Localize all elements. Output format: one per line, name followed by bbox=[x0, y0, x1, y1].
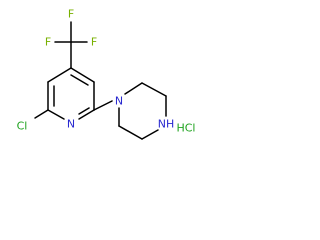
piperazine-bond-c-c-bottom bbox=[118, 125, 143, 140]
piperazine-bond-nh-c-bottom bbox=[141, 129, 159, 140]
piperazine-bond-c-c-top bbox=[141, 82, 167, 97]
ring-bond-n1-c2-inner bbox=[78, 107, 90, 115]
fluorine-atom-left: F bbox=[45, 36, 51, 49]
piperazine-nitrogen-atom: N bbox=[115, 95, 123, 108]
c-n-piperazine-bond bbox=[93, 100, 113, 111]
pyridine-nitrogen-atom: N bbox=[67, 118, 75, 131]
hcl-salt-label: HCl bbox=[176, 122, 195, 135]
ring-bond-c6-n1 bbox=[47, 109, 65, 120]
ring-bond-c3-c4-inner bbox=[70, 74, 89, 86]
fluorine-atom-right: F bbox=[91, 36, 97, 49]
ring-bond-n1-c2 bbox=[78, 109, 95, 120]
piperazine-bond-n-c-top bbox=[124, 82, 143, 95]
fluorine-atom-top: F bbox=[68, 8, 74, 21]
c-cl-bond bbox=[34, 109, 49, 119]
piperazine-nh-atom: NH bbox=[158, 118, 175, 131]
chemical-structure-diagram: F F F Cl N N NH HCl bbox=[17, 8, 196, 140]
chlorine-atom: Cl bbox=[17, 120, 28, 133]
ring-bond-c4-c5 bbox=[47, 67, 72, 83]
ring-bond-c3-c4 bbox=[70, 67, 95, 83]
